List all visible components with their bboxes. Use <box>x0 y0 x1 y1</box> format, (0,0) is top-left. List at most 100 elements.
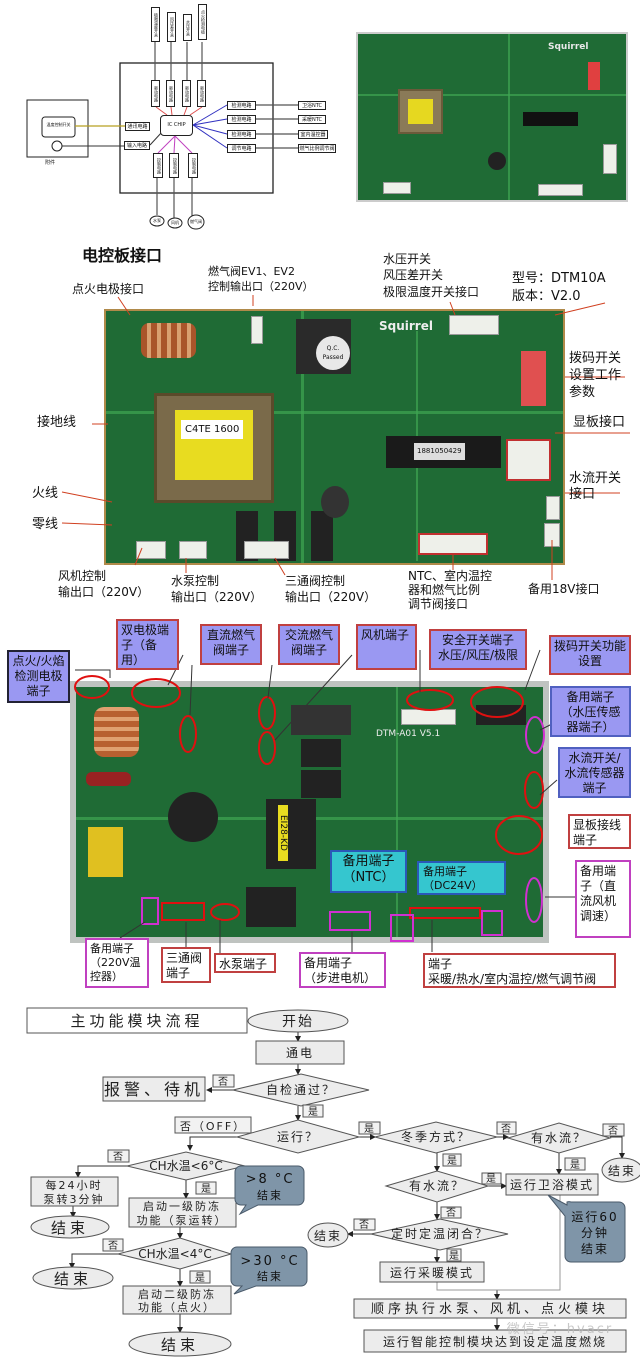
mcu-chip: 1881050429 <box>386 436 501 468</box>
relay <box>311 511 333 561</box>
filter-choke <box>88 827 123 877</box>
section-title: 电控板接口 <box>82 246 163 265</box>
ignition-coil <box>141 323 196 358</box>
board3-markers <box>74 649 575 953</box>
capacitor <box>86 772 131 786</box>
running-text: 运行？ <box>277 1130 319 1144</box>
label-ac-valve: 交流燃气阀端子 <box>278 624 340 665</box>
device-box: 室内温控器 <box>298 130 328 139</box>
antifreeze2-box <box>122 1285 232 1315</box>
no-text: 否 <box>359 1219 369 1231</box>
relay <box>301 770 341 798</box>
yes-text: 是 <box>308 1106 318 1118</box>
yes-tag <box>189 1270 211 1284</box>
no-text: 否 <box>608 1125 618 1137</box>
sensor-box: 点火检测电极 <box>198 4 207 40</box>
yes-text: 是 <box>201 1183 211 1195</box>
label-display-port: 显板接口 <box>573 415 626 430</box>
chip <box>523 112 578 126</box>
drive-circuit-box: 驱动电路 <box>182 80 191 107</box>
control-circuit-box: 控制电路 <box>169 153 179 178</box>
label-switches-2: 风压差开关 <box>383 268 444 282</box>
relay <box>246 887 296 927</box>
detect-circuit-box: 检测电路 <box>227 115 256 124</box>
label-three-way-1: 三通阀控制 <box>285 574 346 588</box>
antifreeze2-text-1: 启动二级防冻 <box>138 1287 216 1301</box>
heating-mode-text: 运行采暖模式 <box>390 1266 474 1280</box>
label-gas-valve-1: 燃气阀EV1、EV2 <box>208 265 295 278</box>
connector <box>383 182 411 194</box>
label-model: 型号：DTM10A <box>512 271 606 286</box>
label-pump-1: 水泵控制 <box>171 574 220 588</box>
no-text: 否 <box>218 1076 228 1088</box>
dip-switch <box>521 351 546 406</box>
label-version: 版本：V2.0 <box>512 289 581 304</box>
sensor-box: 水压开关 <box>183 14 192 41</box>
label-spare-ntc-1: 备用端子 <box>342 854 395 869</box>
label-spare-dc24v-2: （DC24V） <box>423 879 483 892</box>
block-diagram: 极限温度开关 风压差开关 水压开关 点火检测电极 驱动电路 驱动电路 驱动电路 … <box>0 0 340 232</box>
three-way-connector <box>244 541 289 559</box>
label-water-flow-terminal: 水流开关/水流传感器端子 <box>558 747 631 798</box>
label-dual-electrode: 双电极端子（备用） <box>116 619 179 670</box>
label-display-terminal: 显板接线端子 <box>568 814 631 849</box>
label-terminal: 端子采暖/热水/室内温控/燃气调节阀 <box>423 953 616 988</box>
label-three-way-terminal: 三通阀端子 <box>161 947 211 983</box>
actuator-fan: 风机 <box>171 220 179 225</box>
alarm-text: 报警、待机 <box>104 1080 204 1099</box>
flow-title: 主功能模块流程 <box>70 1012 203 1030</box>
label-ntc-2: 器和燃气比例 <box>408 583 481 597</box>
no-tag <box>602 1123 625 1137</box>
fan-connector <box>136 541 166 559</box>
sensor-box: 风压差开关 <box>167 12 176 42</box>
label-spare-ntc: 备用端子（NTC） <box>330 850 407 893</box>
bath-mode-box <box>505 1173 599 1196</box>
yes-text: 是 <box>449 1250 459 1262</box>
bath-callout-3: 结束 <box>581 1242 609 1256</box>
no-text: 否 <box>446 1207 456 1219</box>
label-spare-dc24v: 备用端子（DC24V） <box>417 861 506 895</box>
water-flow-diamond-1 <box>506 1122 612 1154</box>
label-ignition-port: 点火电极接口 <box>72 282 145 296</box>
callout30-text-1: >30 °C <box>240 1254 299 1269</box>
ignition-coil <box>94 707 139 757</box>
bath-callout-1: 运行60 <box>571 1210 618 1224</box>
control-circuit-box: 控制电路 <box>153 153 163 178</box>
power-on-box <box>255 1040 345 1065</box>
pump24-text-1: 每24小时 <box>46 1178 103 1192</box>
actuator-pump: 水泵 <box>153 218 161 223</box>
yes-tag <box>481 1172 502 1185</box>
panel-caption: 附件 <box>45 160 56 166</box>
label-safety-2: 水压/风压/极限 <box>437 648 519 662</box>
self-check-diamond <box>232 1073 370 1107</box>
device-box: 采暖NTC <box>298 115 326 124</box>
transformer <box>398 89 443 134</box>
dip-switch <box>588 62 600 90</box>
detect-circuit-box: 检测电路 <box>227 130 256 139</box>
timer-diamond <box>370 1218 509 1251</box>
label-terminal-2: 采暖/热水/室内温控/燃气调节阀 <box>428 972 597 986</box>
off-text: 否（OFF） <box>180 1120 246 1133</box>
chip-label: 1881050429 <box>414 443 465 460</box>
pump24-box <box>30 1176 119 1207</box>
label-dc-valve: 直流燃气阀端子 <box>200 624 262 665</box>
display-connector <box>506 439 551 481</box>
end-text: 结束 <box>608 1164 636 1178</box>
watermark: 微信号：hvacr <box>507 1322 613 1337</box>
label-fan-1: 风机控制 <box>58 569 107 583</box>
callout8-text-2: 结束 <box>257 1189 283 1202</box>
label-stepper-1: 备用端子 <box>304 956 353 970</box>
water-flow-diamond-2 <box>384 1170 490 1203</box>
qc-sticker: Q.C. Passed <box>316 336 350 370</box>
label-ground: 接地线 <box>37 415 77 430</box>
input-circuit-box: 输入电路 <box>124 141 150 150</box>
label-spare-18v: 备用18V接口 <box>528 582 600 596</box>
water-flow-connector <box>546 496 560 520</box>
end-node <box>307 1222 349 1248</box>
control-board-dtm10a: C4TE 1600 Q.C. Passed 1881050429 Squirre… <box>104 309 565 565</box>
water-flow-text-2: 有水流？ <box>409 1179 465 1193</box>
water-flow-text-1: 有水流？ <box>531 1131 587 1145</box>
antifreeze1-box <box>128 1197 237 1228</box>
yes-tag <box>446 1248 462 1262</box>
comm-circuit-box: 通讯电路 <box>125 122 150 131</box>
